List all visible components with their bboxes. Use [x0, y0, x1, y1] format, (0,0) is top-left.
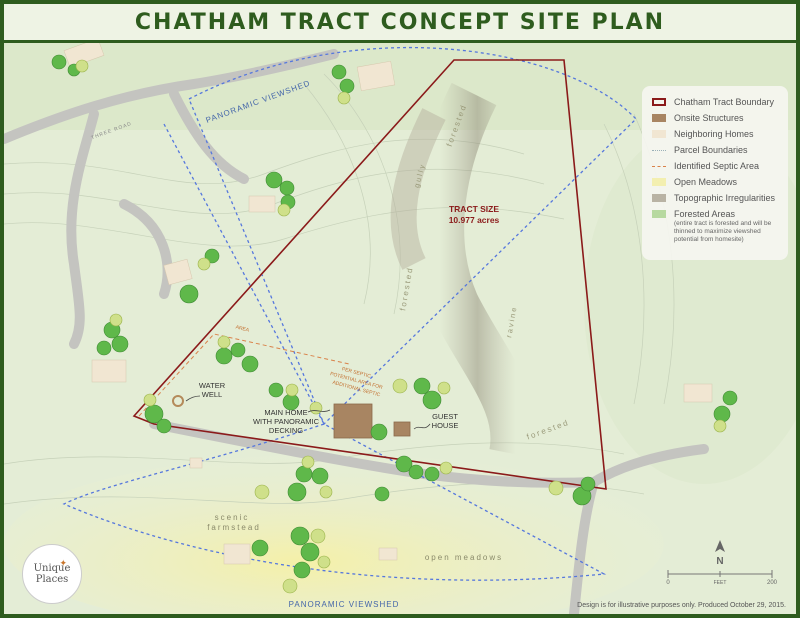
legend-item-parcels: Parcel Boundaries [652, 142, 782, 158]
tract-size-label: TRACT SIZE [449, 204, 499, 214]
structure-swatch [652, 114, 666, 122]
viewshed-lines [62, 46, 637, 581]
water-well-label-2: WELL [202, 390, 222, 399]
legend-item-topo: Topographic Irregularities [652, 190, 782, 206]
main-home-label-3: DECKING [269, 426, 303, 435]
legend-item-forest: Forested Areas [652, 206, 782, 222]
legend-item-septic: Identified Septic Area [652, 158, 782, 174]
legend-label: Open Meadows [674, 177, 738, 187]
water-well-marker [172, 395, 184, 407]
ravine-shading [414, 82, 541, 459]
water-well-label-1: WATER [199, 381, 226, 390]
north-arrow: N [715, 540, 725, 567]
footnote: Design is for illustrative purposes only… [577, 602, 786, 609]
tract-size-value: 10.977 acres [449, 215, 500, 225]
neighbor-swatch [652, 130, 666, 138]
legend-label: Forested Areas [674, 209, 736, 219]
main-home-structure [333, 403, 373, 439]
gully-shading [390, 108, 446, 270]
scenic-label-2: farmstead [207, 523, 261, 532]
open-meadow-area [4, 454, 664, 614]
legend-item-structures: Onsite Structures [652, 110, 782, 126]
logo-star-icon: ✦ [59, 559, 67, 569]
title-bar: CHATHAM TRACT CONCEPT SITE PLAN [4, 4, 796, 43]
boundary-swatch [652, 98, 666, 106]
septic-swatch [652, 165, 666, 167]
scale-unit: FEET [714, 580, 727, 586]
label-leaders [185, 395, 431, 430]
legend-label: Chatham Tract Boundary [674, 97, 775, 107]
main-home-label-1: MAIN HOME [264, 408, 307, 417]
legend-label: Topographic Irregularities [674, 193, 776, 203]
septic-area-boundary [138, 333, 350, 417]
legend-label: Parcel Boundaries [674, 145, 748, 155]
parcel-swatch [652, 149, 666, 151]
guest-house-structure [393, 421, 411, 437]
north-label: N [716, 556, 723, 567]
trees [51, 54, 738, 594]
unique-places-logo: ✦ Unique Places [22, 544, 82, 604]
map-legend: Chatham Tract Boundary Onsite Structures… [642, 86, 788, 260]
legend-item-neighbors: Neighboring Homes [652, 126, 782, 142]
legend-note: (entire tract is forested and will be th… [674, 220, 772, 243]
open-meadows-label: open meadows [425, 553, 503, 562]
topo-swatch [652, 194, 666, 202]
legend-label: Neighboring Homes [674, 129, 754, 139]
septic-area-label: AREA [235, 324, 250, 333]
meadow-swatch [652, 178, 666, 186]
scenic-label-1: scenic [215, 513, 250, 522]
legend-item-boundary: Chatham Tract Boundary [652, 94, 782, 110]
guest-house-label-2: HOUSE [432, 421, 459, 430]
legend-label: Onsite Structures [674, 113, 744, 123]
viewshed-bottom-label: PANORAMIC VIEWSHED [289, 600, 400, 609]
legend-item-meadows: Open Meadows [652, 174, 782, 190]
scale-bar: 0 200 FEET [666, 570, 778, 586]
logo-line-1: Unique [33, 563, 71, 574]
neighboring-homes [63, 40, 713, 565]
scale-start: 0 [666, 580, 670, 586]
main-home-label-2: WITH PANORAMIC [253, 417, 320, 426]
forest-swatch [652, 210, 666, 218]
guest-house-label-1: GUEST [432, 412, 458, 421]
legend-label: Identified Septic Area [674, 161, 760, 171]
page-title: CHATHAM TRACT CONCEPT SITE PLAN [134, 9, 666, 35]
logo-line-2: Places [35, 574, 69, 585]
scale-end: 200 [767, 580, 778, 586]
